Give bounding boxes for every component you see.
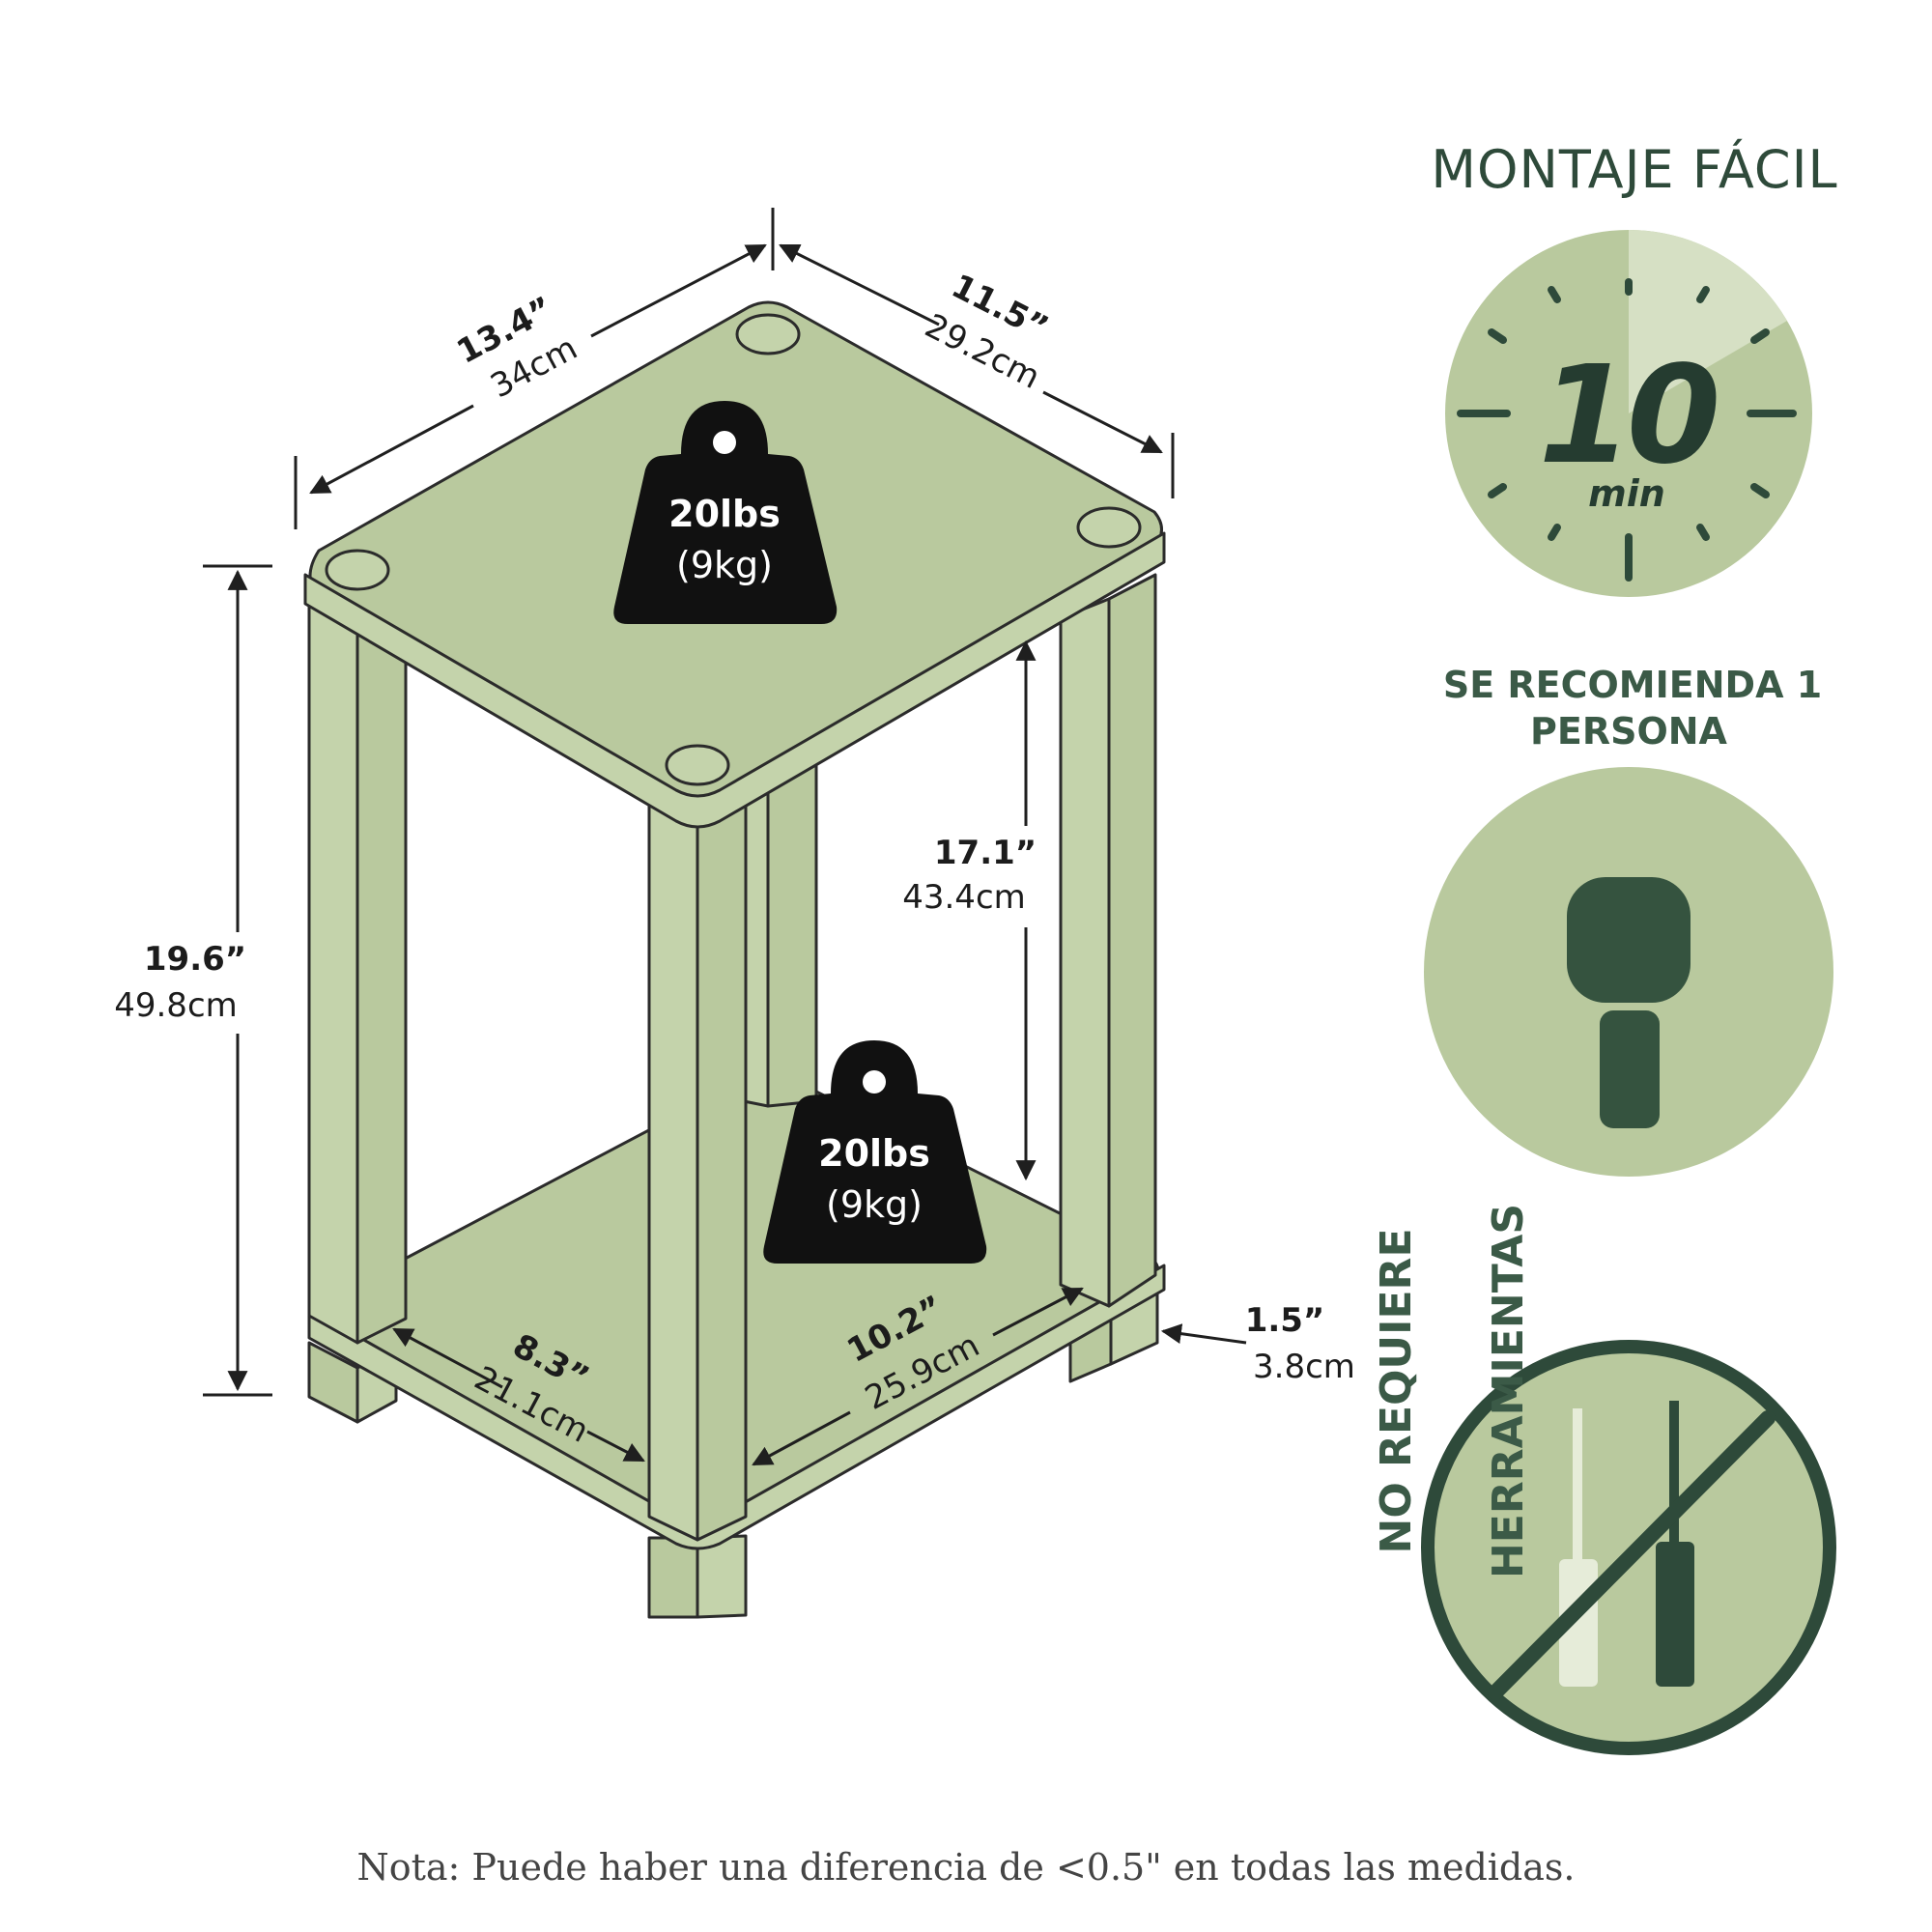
stopwatch-icon: 10 min [1445, 230, 1812, 597]
dimension-lines [203, 208, 1247, 1466]
assembly-title: MONTAJE FÁCIL [1431, 139, 1837, 200]
dimension-labels: 13.4” 34cm 11.5” 29.2cm 19.6” 49.8cm 17.… [114, 267, 1355, 1451]
height-cm-label: 49.8cm [114, 986, 238, 1025]
person-icon [1424, 767, 1833, 1177]
time-unit: min [1588, 472, 1665, 515]
no-tools-icon [1421, 1340, 1836, 1755]
leg-inches-label: 1.5” [1245, 1301, 1325, 1340]
clearance-inches-label: 17.1” [934, 834, 1037, 872]
people-text-line2: PERSONA [1530, 710, 1728, 753]
leg-cm-label: 3.8cm [1253, 1348, 1355, 1386]
time-value: 10 [1539, 337, 1717, 495]
bottom-weight-kg: (9kg) [826, 1183, 923, 1226]
kettlebell-weight-icon: 20lbs (9kg) [763, 1040, 987, 1264]
height-inches-label: 19.6” [144, 940, 246, 979]
tools-text-line1: NO REQUIERE [1372, 1229, 1421, 1554]
tools-text-line2: HERRAMIENTAS [1484, 1204, 1533, 1578]
top-weight-lbs: 20lbs [668, 493, 781, 535]
bottom-weight-lbs: 20lbs [818, 1132, 930, 1175]
people-text-line1: SE RECOMIENDA 1 [1443, 664, 1822, 706]
measurement-note: Nota: Puede haber una diferencia de <0.5… [357, 1846, 1576, 1889]
kettlebell-weight-icon: 20lbs (9kg) [613, 401, 838, 624]
top-weight-kg: (9kg) [676, 544, 773, 586]
clearance-cm-label: 43.4cm [902, 878, 1026, 917]
screwdriver-icon [1656, 1401, 1694, 1687]
